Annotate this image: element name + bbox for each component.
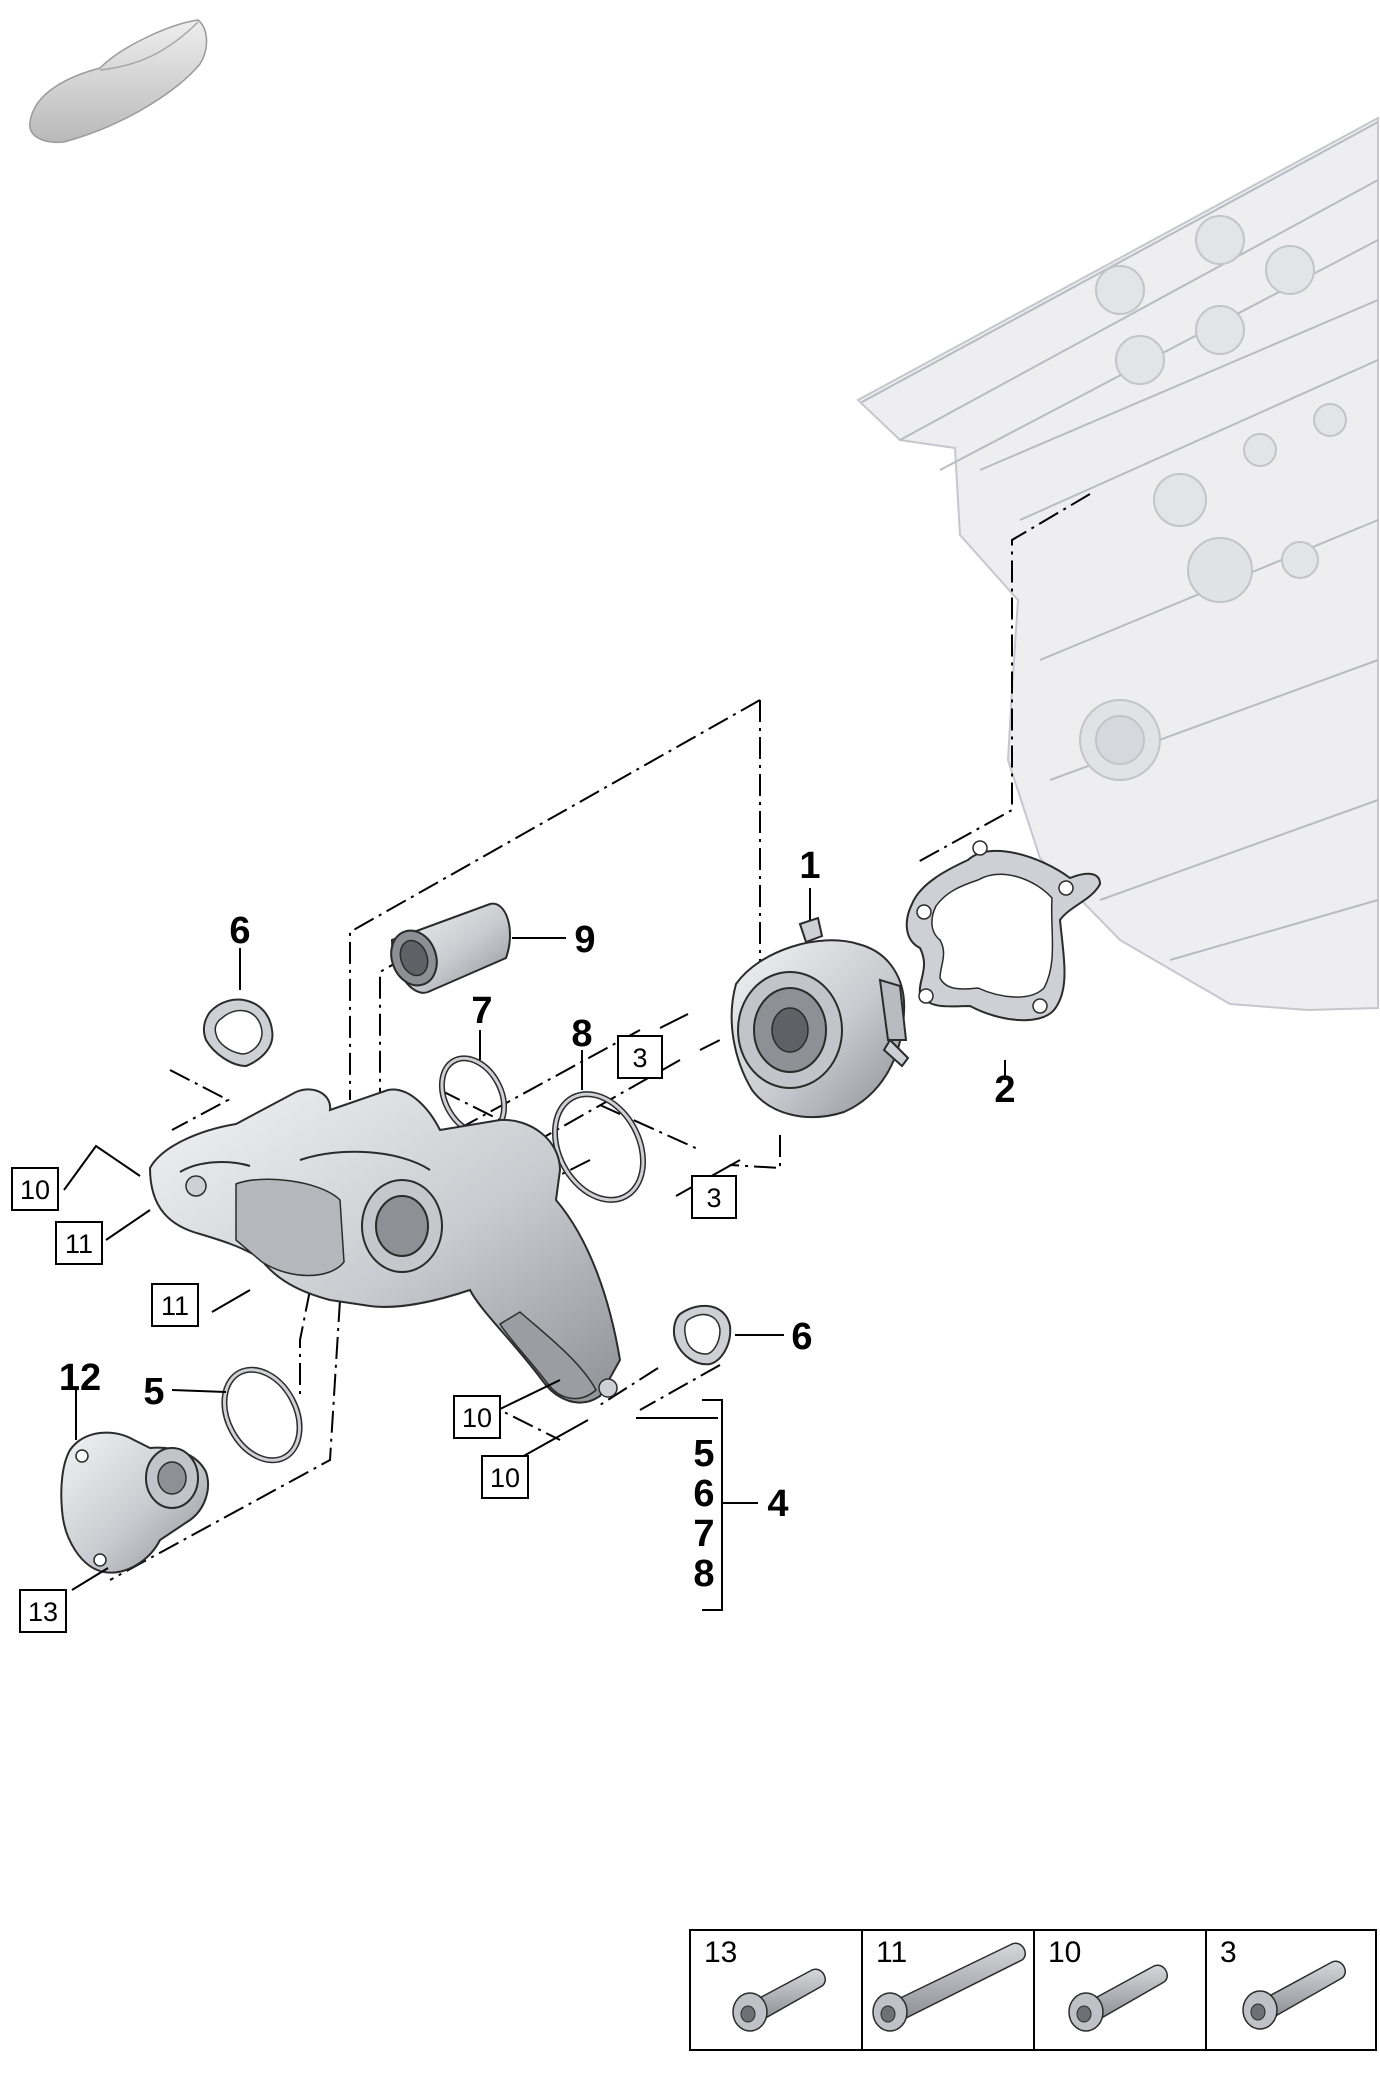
callout-7: 7: [471, 990, 492, 1032]
svg-text:3: 3: [632, 1043, 647, 1073]
kit-item-8: 8: [693, 1553, 714, 1595]
callout-2: 2: [994, 1069, 1015, 1111]
boxed-ref-10-left: 10: [11, 1167, 59, 1211]
pump-gasket-part: [905, 840, 1102, 1022]
kit-item-5: 5: [693, 1433, 714, 1475]
o-ring-large-part: [551, 1091, 647, 1203]
boxed-ref-10-mid: 10: [453, 1395, 501, 1439]
svg-text:3: 3: [1220, 1936, 1237, 1969]
callout-8: 8: [571, 1013, 592, 1055]
leader-lines: [63, 888, 1006, 1611]
callout-12: 12: [59, 1357, 101, 1399]
svg-text:10: 10: [20, 1175, 50, 1205]
svg-text:13: 13: [704, 1936, 737, 1969]
callout-5: 5: [143, 1371, 164, 1413]
callout-6-lower: 6: [791, 1316, 812, 1358]
o-ring-part-5: [221, 1366, 303, 1464]
callout-4: 4: [767, 1483, 788, 1525]
pipe-sleeve-part: [390, 902, 511, 994]
bolt-icon: [1242, 1960, 1346, 2030]
boxed-ref-11-mid: 11: [151, 1283, 199, 1327]
boxed-ref-11-left: 11: [55, 1221, 103, 1265]
svg-text:3: 3: [706, 1183, 721, 1213]
kit-item-7: 7: [693, 1513, 714, 1555]
boxed-ref-3-upper: 3: [617, 1035, 663, 1079]
callout-1: 1: [799, 845, 820, 887]
svg-text:10: 10: [462, 1403, 492, 1433]
coolant-housing-part: [148, 1088, 622, 1404]
legend-cell-3: 3: [1220, 1936, 1346, 2030]
bolt-icon: [1068, 1964, 1168, 2032]
fastener-legend: 13 11 10 3: [689, 1929, 1377, 2051]
legend-cell-13: 13: [704, 1936, 826, 2032]
long-bolt-icon: [872, 1942, 1026, 2032]
legend-cell-11: 11: [872, 1936, 1026, 2032]
svg-text:10: 10: [1048, 1936, 1081, 1969]
boxed-ref-3-lower: 3: [691, 1175, 737, 1219]
svg-text:13: 13: [28, 1597, 58, 1627]
svg-text:11: 11: [65, 1229, 93, 1259]
svg-text:11: 11: [876, 1936, 907, 1969]
callout-9: 9: [574, 919, 595, 961]
boxed-ref-10-low: 10: [481, 1455, 529, 1499]
bolt-icon: [732, 1968, 826, 2032]
seal-ring-part-upper: [202, 998, 274, 1068]
legend-cell-10: 10: [1048, 1936, 1168, 2032]
svg-text:10: 10: [490, 1463, 520, 1493]
svg-text:11: 11: [161, 1291, 189, 1321]
callout-6-upper: 6: [229, 910, 250, 952]
engine-block: [856, 116, 1379, 1012]
boxed-ref-13: 13: [19, 1589, 67, 1633]
kit-item-6: 6: [693, 1473, 714, 1515]
seal-ring-part-lower: [672, 1305, 732, 1366]
vehicle-thumbnail-icon: [29, 19, 208, 144]
boxed-references: 3 3 10 11 11 10 10 13: [11, 1035, 737, 1633]
callout-numbers: 1 2 6 7 8 9 6 5 12 4 5 6 7 8: [59, 845, 1016, 1595]
thermostat-part: [60, 1431, 209, 1574]
water-pump-part: [730, 916, 910, 1119]
